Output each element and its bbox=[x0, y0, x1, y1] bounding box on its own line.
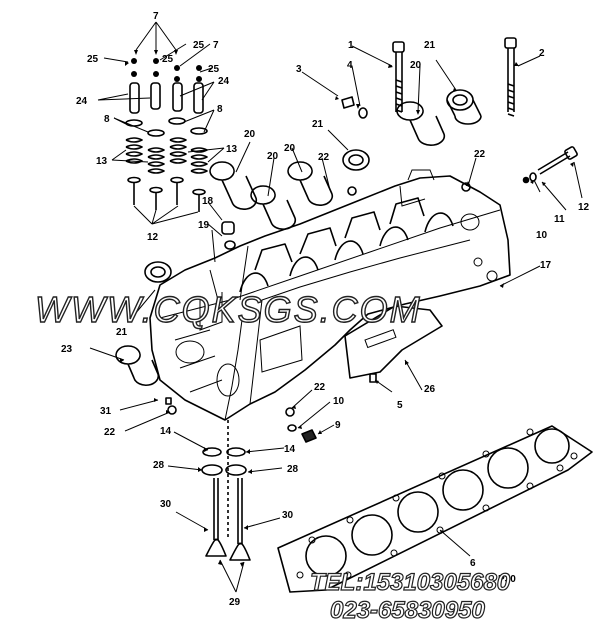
callout-25: 25 bbox=[87, 54, 99, 65]
callout-31: 31 bbox=[100, 406, 112, 417]
contact-phone: 023-65830950 bbox=[330, 597, 485, 624]
side-cover bbox=[344, 305, 443, 379]
callout-22: 22 bbox=[318, 152, 330, 163]
callout-1: 1 bbox=[348, 40, 354, 51]
callout-9: 9 bbox=[335, 420, 341, 431]
callout-20: 20 bbox=[410, 60, 422, 71]
watermark: WWW.CQKSGS.COM bbox=[35, 289, 422, 330]
callout-15: 14 bbox=[284, 444, 296, 455]
callout-7: 7 bbox=[153, 11, 159, 22]
callout-25: 25 bbox=[193, 40, 205, 51]
callout-18: 18 bbox=[202, 196, 214, 207]
callout-19: 19 bbox=[198, 220, 210, 231]
head-bolts bbox=[392, 37, 578, 184]
callout-16: 12 bbox=[147, 232, 159, 243]
pointer-arrows bbox=[120, 50, 574, 567]
contact-tel: TEL:15310305680 bbox=[310, 569, 511, 596]
callout-30: 30 bbox=[282, 510, 294, 521]
callout-14: 13 bbox=[96, 156, 108, 167]
callout-20: 20 bbox=[284, 143, 296, 154]
callout-26: 26 bbox=[424, 384, 436, 395]
callout-24: 24 bbox=[76, 96, 88, 107]
valves bbox=[201, 420, 251, 561]
gasket-code: P30 bbox=[498, 574, 516, 585]
callout-4: 4 bbox=[347, 60, 353, 71]
callout-6: 6 bbox=[470, 558, 476, 569]
cylinder-head bbox=[149, 169, 511, 421]
callout-29: 29 bbox=[229, 597, 241, 608]
leader-lines bbox=[89, 21, 583, 593]
head-gasket: P30 bbox=[277, 425, 593, 593]
callout-14: 13 bbox=[226, 144, 238, 155]
callout-22: 22 bbox=[474, 149, 486, 160]
callout-20: 20 bbox=[244, 129, 256, 140]
valve-spring-stack bbox=[125, 58, 208, 212]
callout-17: 17 bbox=[540, 260, 552, 271]
callout-20: 20 bbox=[267, 151, 279, 162]
callout-5: 5 bbox=[397, 400, 403, 411]
callout-11: 10 bbox=[536, 230, 548, 241]
callout-8: 8 bbox=[104, 114, 110, 125]
callout-25: 25 bbox=[208, 64, 220, 75]
callout-22: 22 bbox=[104, 427, 116, 438]
callout-30: 30 bbox=[160, 499, 172, 510]
callout-3: 3 bbox=[296, 64, 302, 75]
callout-8: 8 bbox=[217, 104, 223, 115]
callout-13: 12 bbox=[578, 202, 590, 213]
callout-28: 28 bbox=[153, 460, 165, 471]
callout-15: 14 bbox=[160, 426, 172, 437]
callout-12: 11 bbox=[554, 214, 565, 225]
small-parts bbox=[165, 96, 471, 443]
callout-23: 23 bbox=[61, 344, 73, 355]
callout-2: 2 bbox=[539, 48, 545, 59]
cam-bushings bbox=[115, 89, 482, 387]
callout-21: 21 bbox=[116, 327, 128, 338]
callout-10: 10 bbox=[333, 396, 345, 407]
callout-labels: 7 25 25 25 7 25 24 24 8 8 13 13 18 19 12… bbox=[61, 11, 590, 608]
callout-28: 28 bbox=[287, 464, 299, 475]
callout-21: 21 bbox=[312, 119, 324, 130]
callout-24: 24 bbox=[218, 76, 230, 87]
callout-7: 7 bbox=[213, 40, 219, 51]
callout-22: 22 bbox=[314, 382, 326, 393]
callout-21: 21 bbox=[424, 40, 436, 51]
callout-25: 25 bbox=[162, 54, 174, 65]
